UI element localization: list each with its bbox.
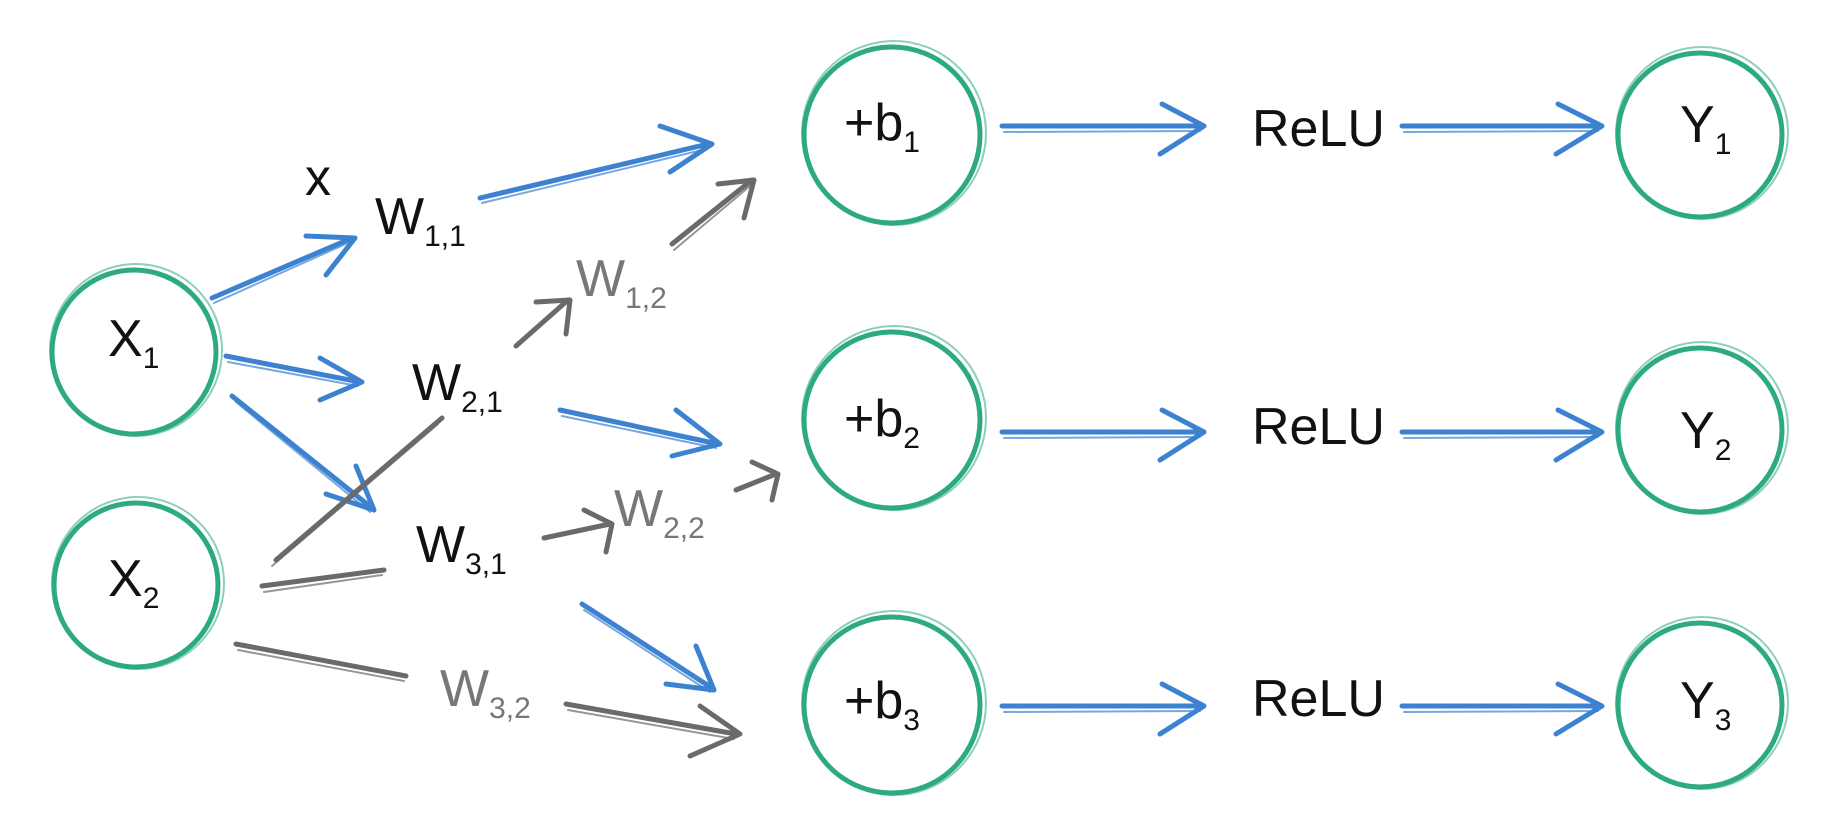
weight-w32-label: W3,2 (440, 660, 531, 725)
node-y1 (1615, 46, 1789, 220)
output-y1-label: Y1 (1680, 96, 1731, 161)
multiply-operator-label: x (305, 149, 331, 207)
arrow-w31-to-w22 (541, 507, 615, 555)
node-y2 (1615, 341, 1789, 515)
arrow-x1-to-w11 (209, 233, 358, 304)
input-x1-label: X1 (108, 310, 159, 375)
weight-w12-label: W1,2 (576, 250, 667, 315)
arrow-x2-to-w12 (271, 415, 445, 567)
arrow-w22-to-b2 (733, 459, 781, 503)
arrow-b1-to-relu1 (999, 101, 1207, 157)
node-x1 (49, 263, 223, 437)
arrow-relu1-to-y1 (1399, 101, 1605, 157)
node-y3 (1615, 616, 1789, 790)
output-y2-label: Y2 (1680, 402, 1731, 467)
node-x2 (51, 496, 225, 670)
weight-w11-label: W1,1 (375, 188, 466, 253)
arrow-w32-to-b3 (563, 701, 743, 759)
arrow-w21-to-w12 (513, 297, 573, 349)
bias-b1-label: +b1 (844, 94, 920, 159)
activation-relu-2-label: ReLU (1252, 398, 1385, 456)
node-bias-3 (801, 610, 987, 796)
input-x2-label: X2 (108, 550, 159, 615)
weight-w31-label: W3,1 (416, 516, 507, 581)
arrow-b3-to-relu3 (999, 681, 1207, 737)
activation-relu-1-label: ReLU (1252, 100, 1385, 158)
arrow-w31-to-b3 (579, 601, 717, 693)
arrow-relu3-to-y3 (1399, 681, 1605, 737)
arrow-x2-to-w32 (233, 641, 409, 682)
bias-b2-label: +b2 (844, 390, 920, 455)
weight-w22-label: W2,2 (614, 480, 705, 545)
arrow-x1-to-w31 (229, 393, 377, 513)
bias-b3-label: +b3 (844, 672, 920, 737)
arrow-relu2-to-y2 (1399, 407, 1605, 463)
arrow-w12-to-b1 (669, 177, 757, 251)
arrow-x1-to-w21 (223, 353, 365, 403)
node-bias-1 (801, 40, 987, 226)
weight-w21-label: W2,1 (412, 354, 503, 419)
arrow-w11-to-b1 (477, 123, 715, 204)
activation-relu-3-label: ReLU (1252, 670, 1385, 728)
output-y3-label: Y3 (1680, 672, 1731, 737)
arrow-x2-to-w31 (259, 567, 387, 593)
arrow-b2-to-relu2 (999, 407, 1207, 463)
node-bias-2 (801, 325, 987, 511)
arrow-w21-to-b2 (557, 407, 723, 459)
